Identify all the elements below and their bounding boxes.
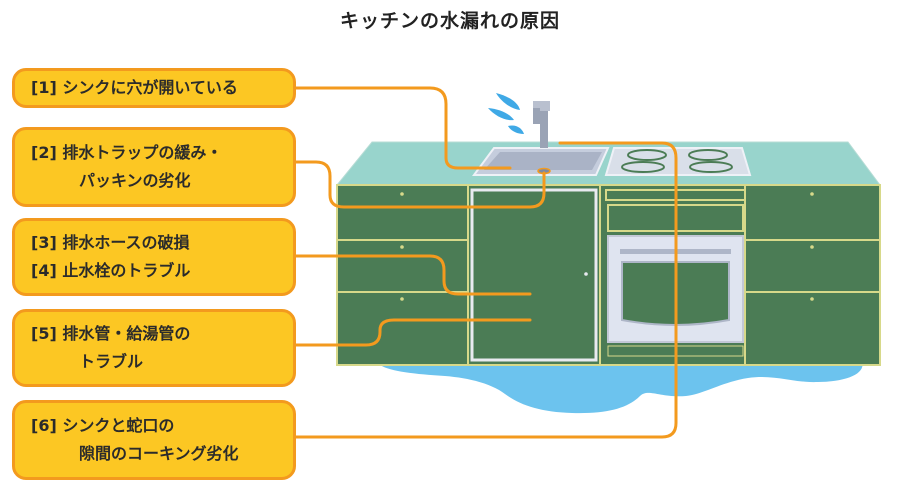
water-puddle [378,362,863,414]
left-drawers [337,185,469,365]
callout-drain-hose-and-stop-valve: [3] 排水ホースの破損 [4] 止水栓のトラブル [12,218,296,296]
faucet [533,101,550,148]
callout-pipes: [5] 排水管・給湯管の トラブル [12,309,296,387]
callout-2-line-2: パッキンの劣化 [79,171,191,190]
sink-cabinet-door [470,188,598,362]
callout-2-line-1: [2] 排水トラップの緩み・ [31,143,223,162]
leader-line-4 [294,318,532,347]
callout-3-line-1: [3] 排水ホースの破損 [31,233,190,252]
callout-5-line-2: 隙間のコーキング劣化 [79,444,239,463]
leader-line-3 [294,254,532,296]
leader-lines [294,86,678,439]
right-drawers [745,239,880,293]
leader-line-2 [294,160,546,209]
leader-line-5 [294,141,678,439]
callout-sink-hole: [1] シンクに穴が開いている [12,68,296,108]
callout-3-line-2: [4] 止水栓のトラブル [31,261,191,280]
diagram-title: キッチンの水漏れの原因 [339,10,560,32]
callout-4-line-1: [5] 排水管・給湯管の [31,324,191,343]
water-splash-icon [488,93,524,134]
callout-1-line-1: [1] シンクに穴が開いている [31,78,238,97]
callout-caulking: [6] シンクと蛇口の 隙間のコーキング劣化 [12,400,296,480]
callout-4-line-2: トラブル [79,352,144,371]
callout-drain-trap: [2] 排水トラップの緩み・ パッキンの劣化 [12,127,296,207]
callout-5-line-1: [6] シンクと蛇口の [31,416,175,435]
stove-top [604,147,752,176]
stove-burners [621,149,733,173]
leader-line-1 [294,86,512,170]
